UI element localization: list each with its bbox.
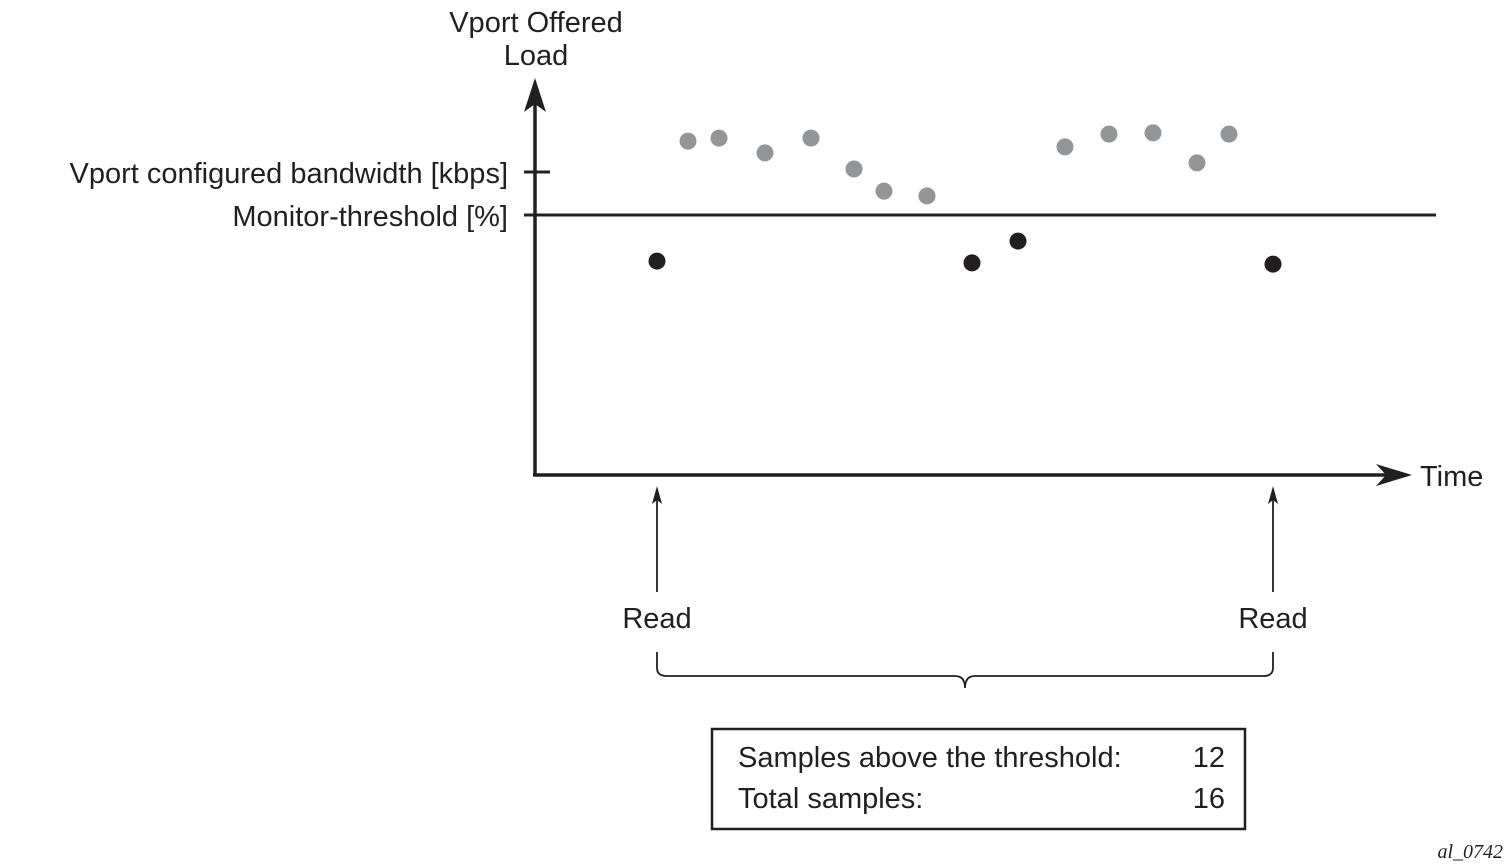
summary-box	[710, 727, 1247, 831]
above-threshold-sample-point	[918, 187, 936, 205]
above-threshold-sample-point	[1220, 125, 1238, 143]
total-samples-value: 16	[1193, 783, 1225, 815]
reference-label-1: Monitor-threshold [%]	[232, 201, 508, 233]
x-axis-arrow-icon	[1376, 464, 1412, 486]
above-threshold-sample-point	[1100, 125, 1118, 143]
samples-above-value: 12	[1193, 742, 1225, 774]
above-threshold-sample-point	[1056, 138, 1074, 156]
above-threshold-sample-point	[875, 182, 893, 200]
samples-above-label: Samples above the threshold:	[738, 742, 1122, 774]
read-arrow-icon	[652, 486, 662, 504]
above-threshold-sample-point	[756, 144, 774, 162]
x-axis-label: Time	[1420, 461, 1483, 493]
read-interval-brace	[656, 652, 1274, 689]
y-axis-label-line1: Vport Offered	[449, 7, 623, 39]
figure-id: al_0742	[1437, 841, 1503, 863]
read-label-1: Read	[1238, 603, 1307, 635]
above-threshold-sample-point	[679, 132, 697, 150]
axes	[524, 78, 1412, 486]
read-arrow-icon	[1268, 486, 1278, 504]
reference-label-0: Vport configured bandwidth [kbps]	[70, 158, 509, 190]
above-threshold-sample-point	[845, 160, 863, 178]
y-axis-label-line2: Load	[504, 40, 569, 72]
below-threshold-sample-point	[1264, 255, 1282, 273]
below-threshold-sample-point	[1009, 232, 1027, 250]
below-threshold-sample-point	[648, 252, 666, 270]
y-axis-arrow-icon	[524, 78, 546, 112]
above-threshold-sample-point	[1144, 124, 1162, 142]
above-threshold-sample-point	[710, 129, 728, 147]
below-threshold-sample-point	[963, 254, 981, 272]
above-threshold-sample-point	[1188, 154, 1206, 172]
read-label-0: Read	[622, 603, 691, 635]
above-threshold-sample-point	[802, 129, 820, 147]
total-samples-label: Total samples:	[738, 783, 923, 815]
